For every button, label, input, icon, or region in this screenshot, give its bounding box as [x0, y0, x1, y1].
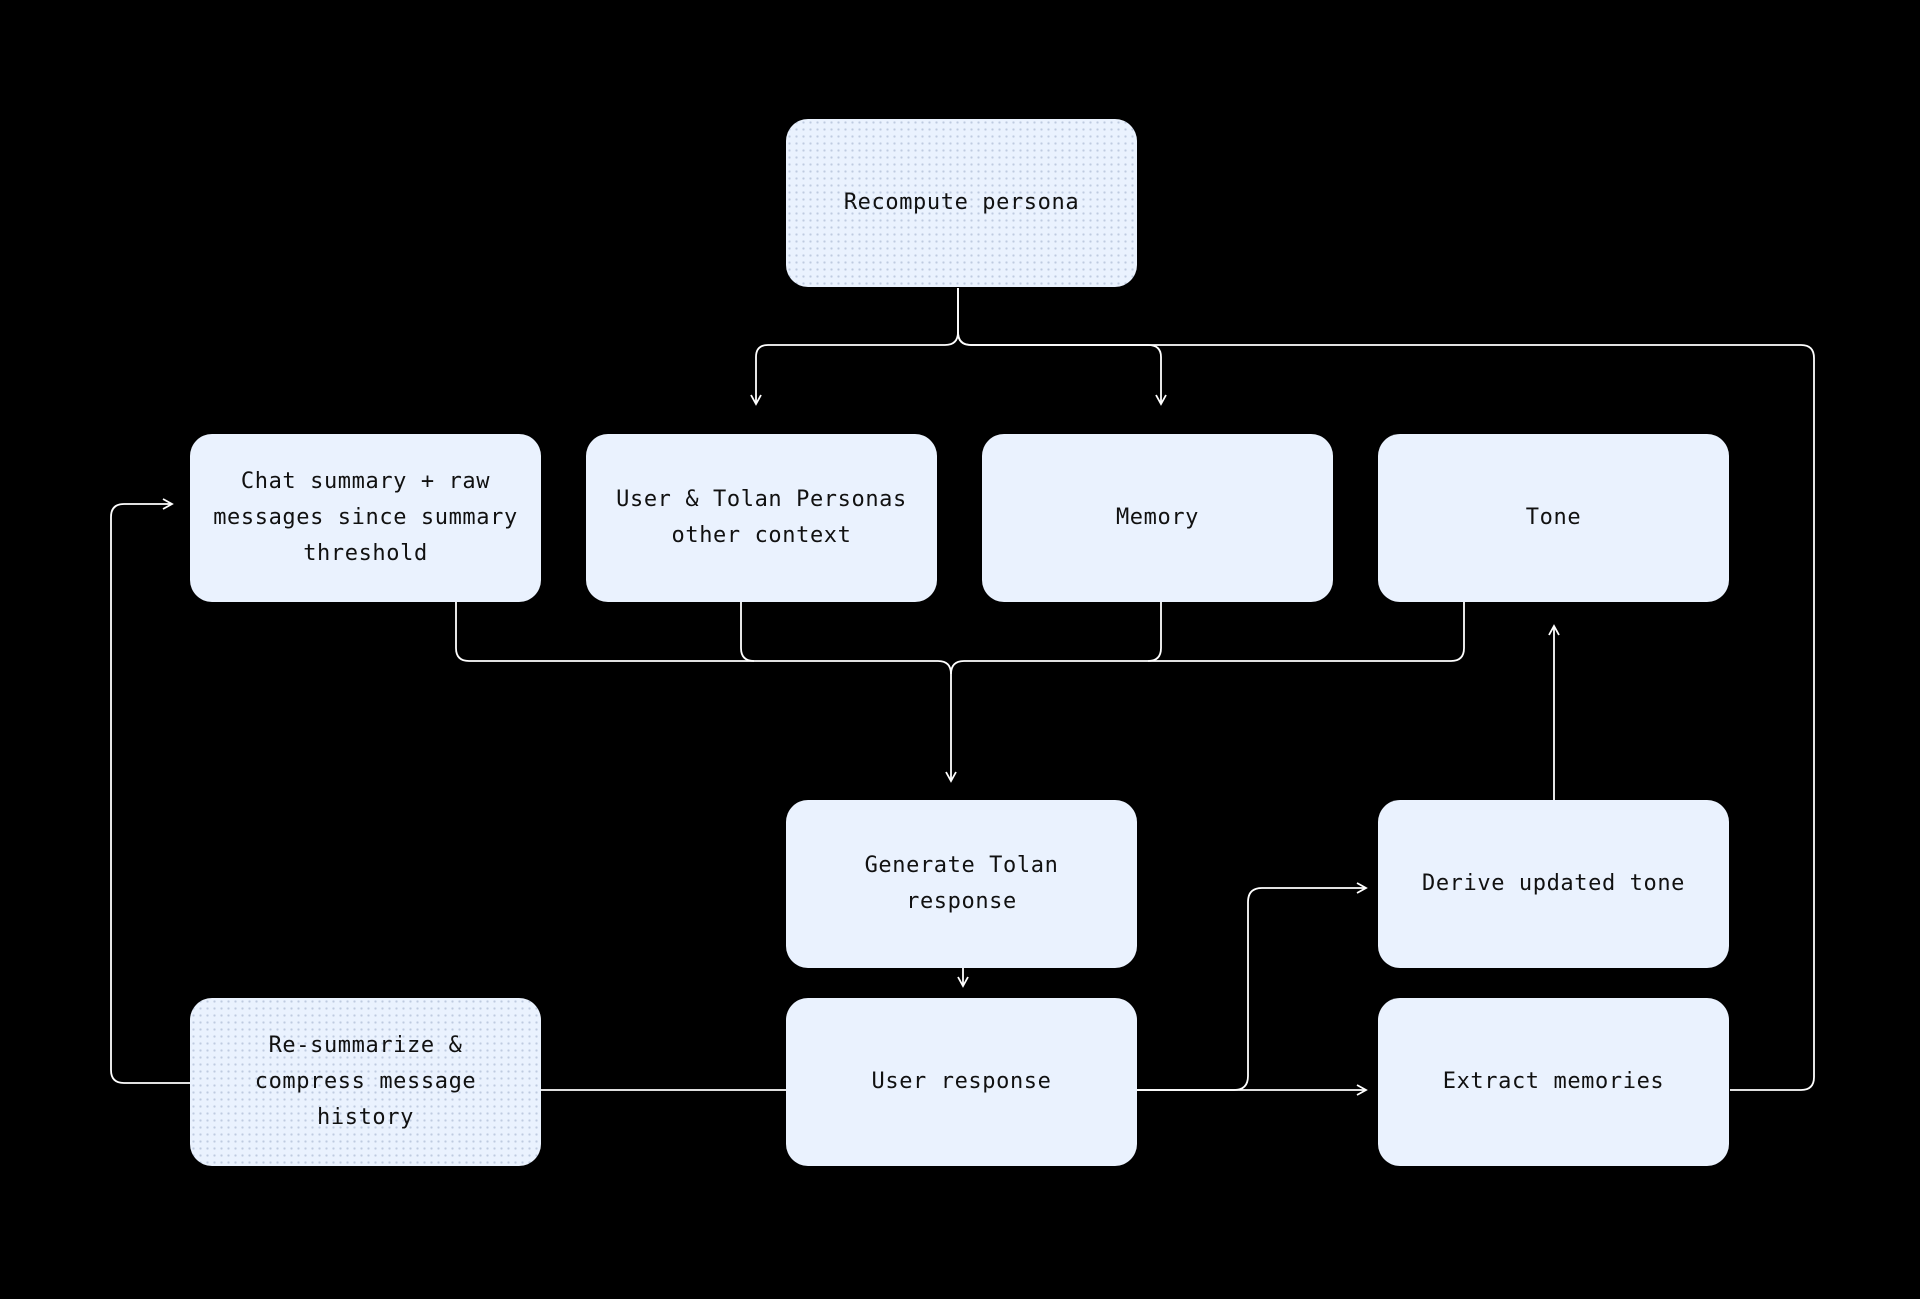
personas-context-node: User & Tolan Personas other context [586, 434, 937, 602]
edge-personas-merge [740, 602, 755, 662]
edge-recompute-to-memory [957, 288, 1167, 406]
resummarize-node: Re-summarize & compress message history [190, 998, 541, 1166]
generate-response-node: Generate Tolan response [786, 800, 1137, 968]
memory-node: Memory [982, 434, 1333, 602]
user-response-node: User response [786, 998, 1137, 1166]
edge-recompute-feedback-line [957, 331, 1815, 1091]
edge-recompute-to-personas [750, 288, 959, 406]
chat-summary-node: Chat summary + raw messages since summar… [190, 434, 541, 602]
edge-tone-merge [950, 602, 1465, 675]
edge-resummarize-to-chat-summary [110, 498, 190, 1084]
recompute-persona-node: Recompute persona [786, 119, 1137, 287]
edge-memory-merge [1147, 602, 1162, 662]
extract-memories-node: Extract memories [1378, 998, 1729, 1166]
edge-chat-summary-merge [455, 602, 952, 675]
tone-node: Tone [1378, 434, 1729, 602]
edge-user-response-to-derive [1137, 882, 1368, 1091]
derive-tone-node: Derive updated tone [1378, 800, 1729, 968]
